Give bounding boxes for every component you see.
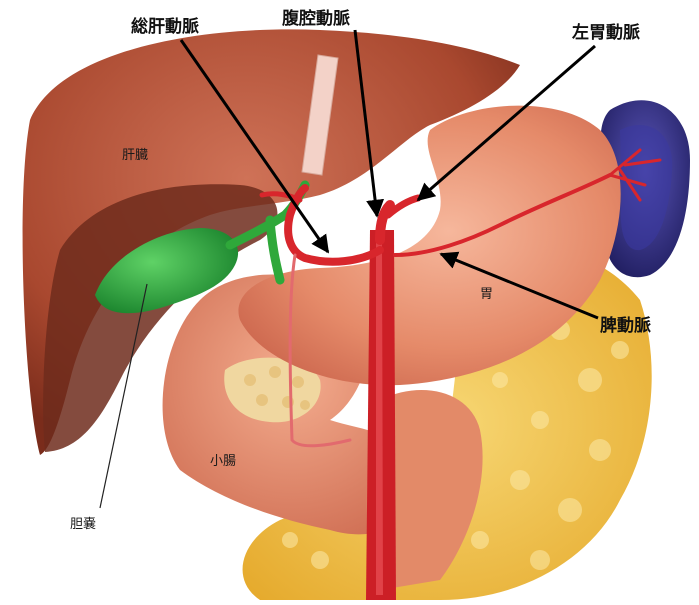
- label-gallbladder: 胆嚢: [70, 516, 96, 532]
- label-splenic-artery: 脾動脈: [600, 315, 651, 336]
- label-common-hepatic-artery: 総肝動脈: [131, 16, 199, 37]
- label-small-intestine: 小腸: [210, 454, 236, 469]
- aorta-highlight: [376, 240, 383, 595]
- label-celiac-artery: 腹腔動脈: [282, 8, 350, 29]
- label-left-gastric-artery: 左胃動脈: [572, 22, 640, 43]
- label-liver: 肝臓: [122, 148, 148, 163]
- label-stomach: 胃: [480, 287, 493, 302]
